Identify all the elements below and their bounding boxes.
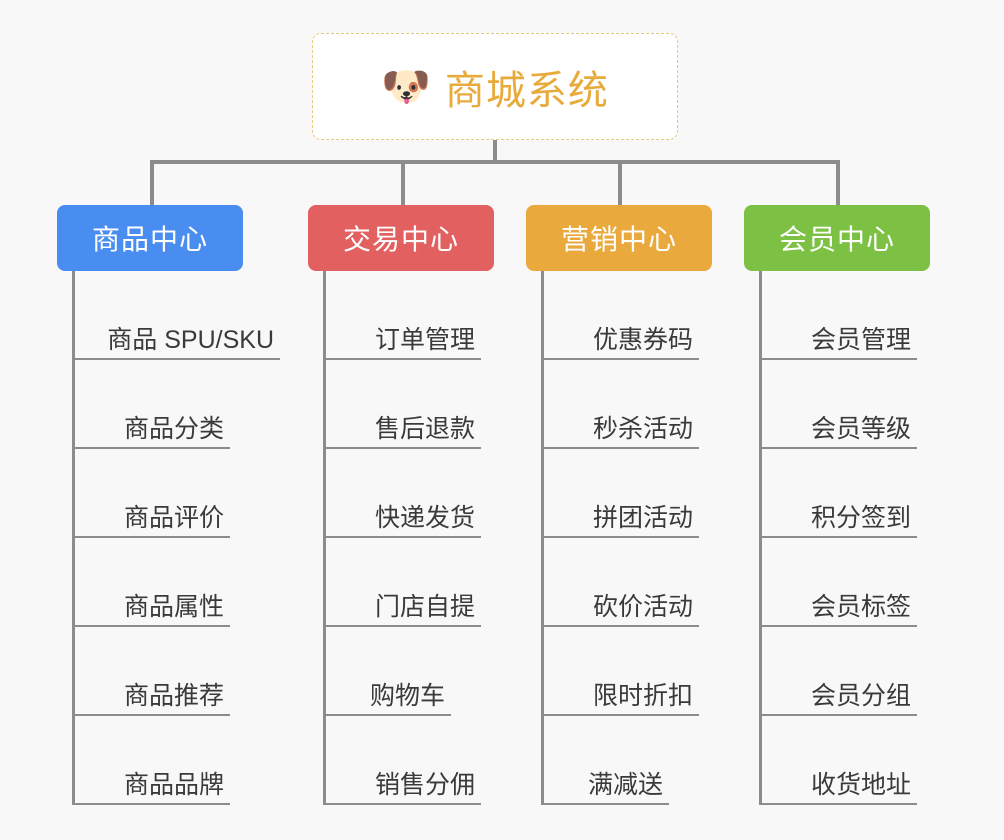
leaf-item-label: 订单管理	[374, 325, 475, 354]
leaf-item-label: 门店自提	[374, 592, 475, 621]
branch-column-trade: 订单管理 售后退款 快递发货 门店自提 购物车 销售分佣	[323, 271, 481, 805]
leaf-item[interactable]: 销售分佣	[326, 716, 481, 805]
leaf-item-label: 商品 SPU/SKU	[107, 325, 274, 354]
leaf-item-label: 满减送	[587, 770, 663, 799]
branch-header-label: 交易中心	[342, 224, 459, 255]
leaf-item[interactable]: 积分签到	[762, 449, 917, 538]
dog-face-icon: 🐶	[381, 64, 431, 109]
leaf-item[interactable]: 商品 SPU/SKU	[75, 271, 280, 360]
branch-column-product: 商品 SPU/SKU 商品分类 商品评价 商品属性 商品推荐 商品品牌	[72, 271, 280, 805]
leaf-item[interactable]: 商品推荐	[75, 627, 230, 716]
leaf-item-label: 商品分类	[123, 414, 224, 443]
leaf-item-label: 会员等级	[810, 414, 911, 443]
leaf-item-label: 收货地址	[810, 770, 911, 799]
leaf-item-label: 快递发货	[374, 503, 475, 532]
connector-drop-3	[618, 160, 622, 205]
leaf-item[interactable]: 秒杀活动	[544, 360, 699, 449]
leaf-item-label: 优惠券码	[592, 325, 693, 354]
leaf-item[interactable]: 满减送	[544, 716, 669, 805]
leaf-item-label: 购物车	[369, 681, 445, 710]
connector-drop-4	[836, 160, 840, 205]
branch-header-member[interactable]: 会员中心	[744, 205, 930, 271]
leaf-item[interactable]: 订单管理	[326, 271, 481, 360]
leaf-item-label: 限时折扣	[592, 681, 693, 710]
branch-header-marketing[interactable]: 营销中心	[526, 205, 712, 271]
leaf-item-label: 会员标签	[810, 592, 911, 621]
leaf-item-label: 商品品牌	[123, 770, 224, 799]
leaf-item-label: 商品属性	[123, 592, 224, 621]
leaf-item[interactable]: 商品属性	[75, 538, 230, 627]
branch-trunk-line	[541, 271, 544, 805]
connector-root-stem	[493, 140, 497, 162]
branch-header-trade[interactable]: 交易中心	[308, 205, 494, 271]
connector-horizontal-bus	[150, 160, 840, 164]
branch-column-marketing: 优惠券码 秒杀活动 拼团活动 砍价活动 限时折扣 满减送	[541, 271, 699, 805]
branch-trunk-line	[323, 271, 326, 805]
leaf-item-label: 拼团活动	[592, 503, 693, 532]
branch-header-label: 会员中心	[778, 224, 895, 255]
leaf-item-label: 售后退款	[374, 414, 475, 443]
leaf-item[interactable]: 限时折扣	[544, 627, 699, 716]
leaf-item[interactable]: 会员标签	[762, 538, 917, 627]
leaf-item-label: 商品推荐	[123, 681, 224, 710]
leaf-item[interactable]: 商品品牌	[75, 716, 230, 805]
leaf-item-label: 砍价活动	[592, 592, 693, 621]
branch-header-product[interactable]: 商品中心	[57, 205, 243, 271]
branch-header-label: 商品中心	[91, 224, 208, 255]
leaf-item[interactable]: 会员等级	[762, 360, 917, 449]
leaf-item[interactable]: 商品评价	[75, 449, 230, 538]
branch-trunk-line	[759, 271, 762, 805]
leaf-item-label: 积分签到	[810, 503, 911, 532]
leaf-item[interactable]: 商品分类	[75, 360, 230, 449]
leaf-item-label: 会员分组	[810, 681, 911, 710]
leaf-item[interactable]: 售后退款	[326, 360, 481, 449]
branch-trunk-line	[72, 271, 75, 805]
leaf-item-label: 商品评价	[123, 503, 224, 532]
leaf-item[interactable]: 优惠券码	[544, 271, 699, 360]
leaf-item-label: 销售分佣	[374, 770, 475, 799]
leaf-item[interactable]: 快递发货	[326, 449, 481, 538]
leaf-item[interactable]: 收货地址	[762, 716, 917, 805]
leaf-item[interactable]: 会员管理	[762, 271, 917, 360]
root-node[interactable]: 🐶 商城系统	[312, 33, 678, 140]
leaf-item[interactable]: 会员分组	[762, 627, 917, 716]
connector-drop-2	[401, 160, 405, 205]
root-title: 商城系统	[444, 68, 609, 113]
leaf-item[interactable]: 砍价活动	[544, 538, 699, 627]
leaf-item-label: 秒杀活动	[592, 414, 693, 443]
leaf-item[interactable]: 拼团活动	[544, 449, 699, 538]
connector-drop-1	[150, 160, 154, 205]
branch-column-member: 会员管理 会员等级 积分签到 会员标签 会员分组 收货地址	[759, 271, 917, 805]
leaf-item[interactable]: 门店自提	[326, 538, 481, 627]
leaf-item-label: 会员管理	[810, 325, 911, 354]
leaf-item[interactable]: 购物车	[326, 627, 451, 716]
branch-header-label: 营销中心	[560, 224, 677, 255]
